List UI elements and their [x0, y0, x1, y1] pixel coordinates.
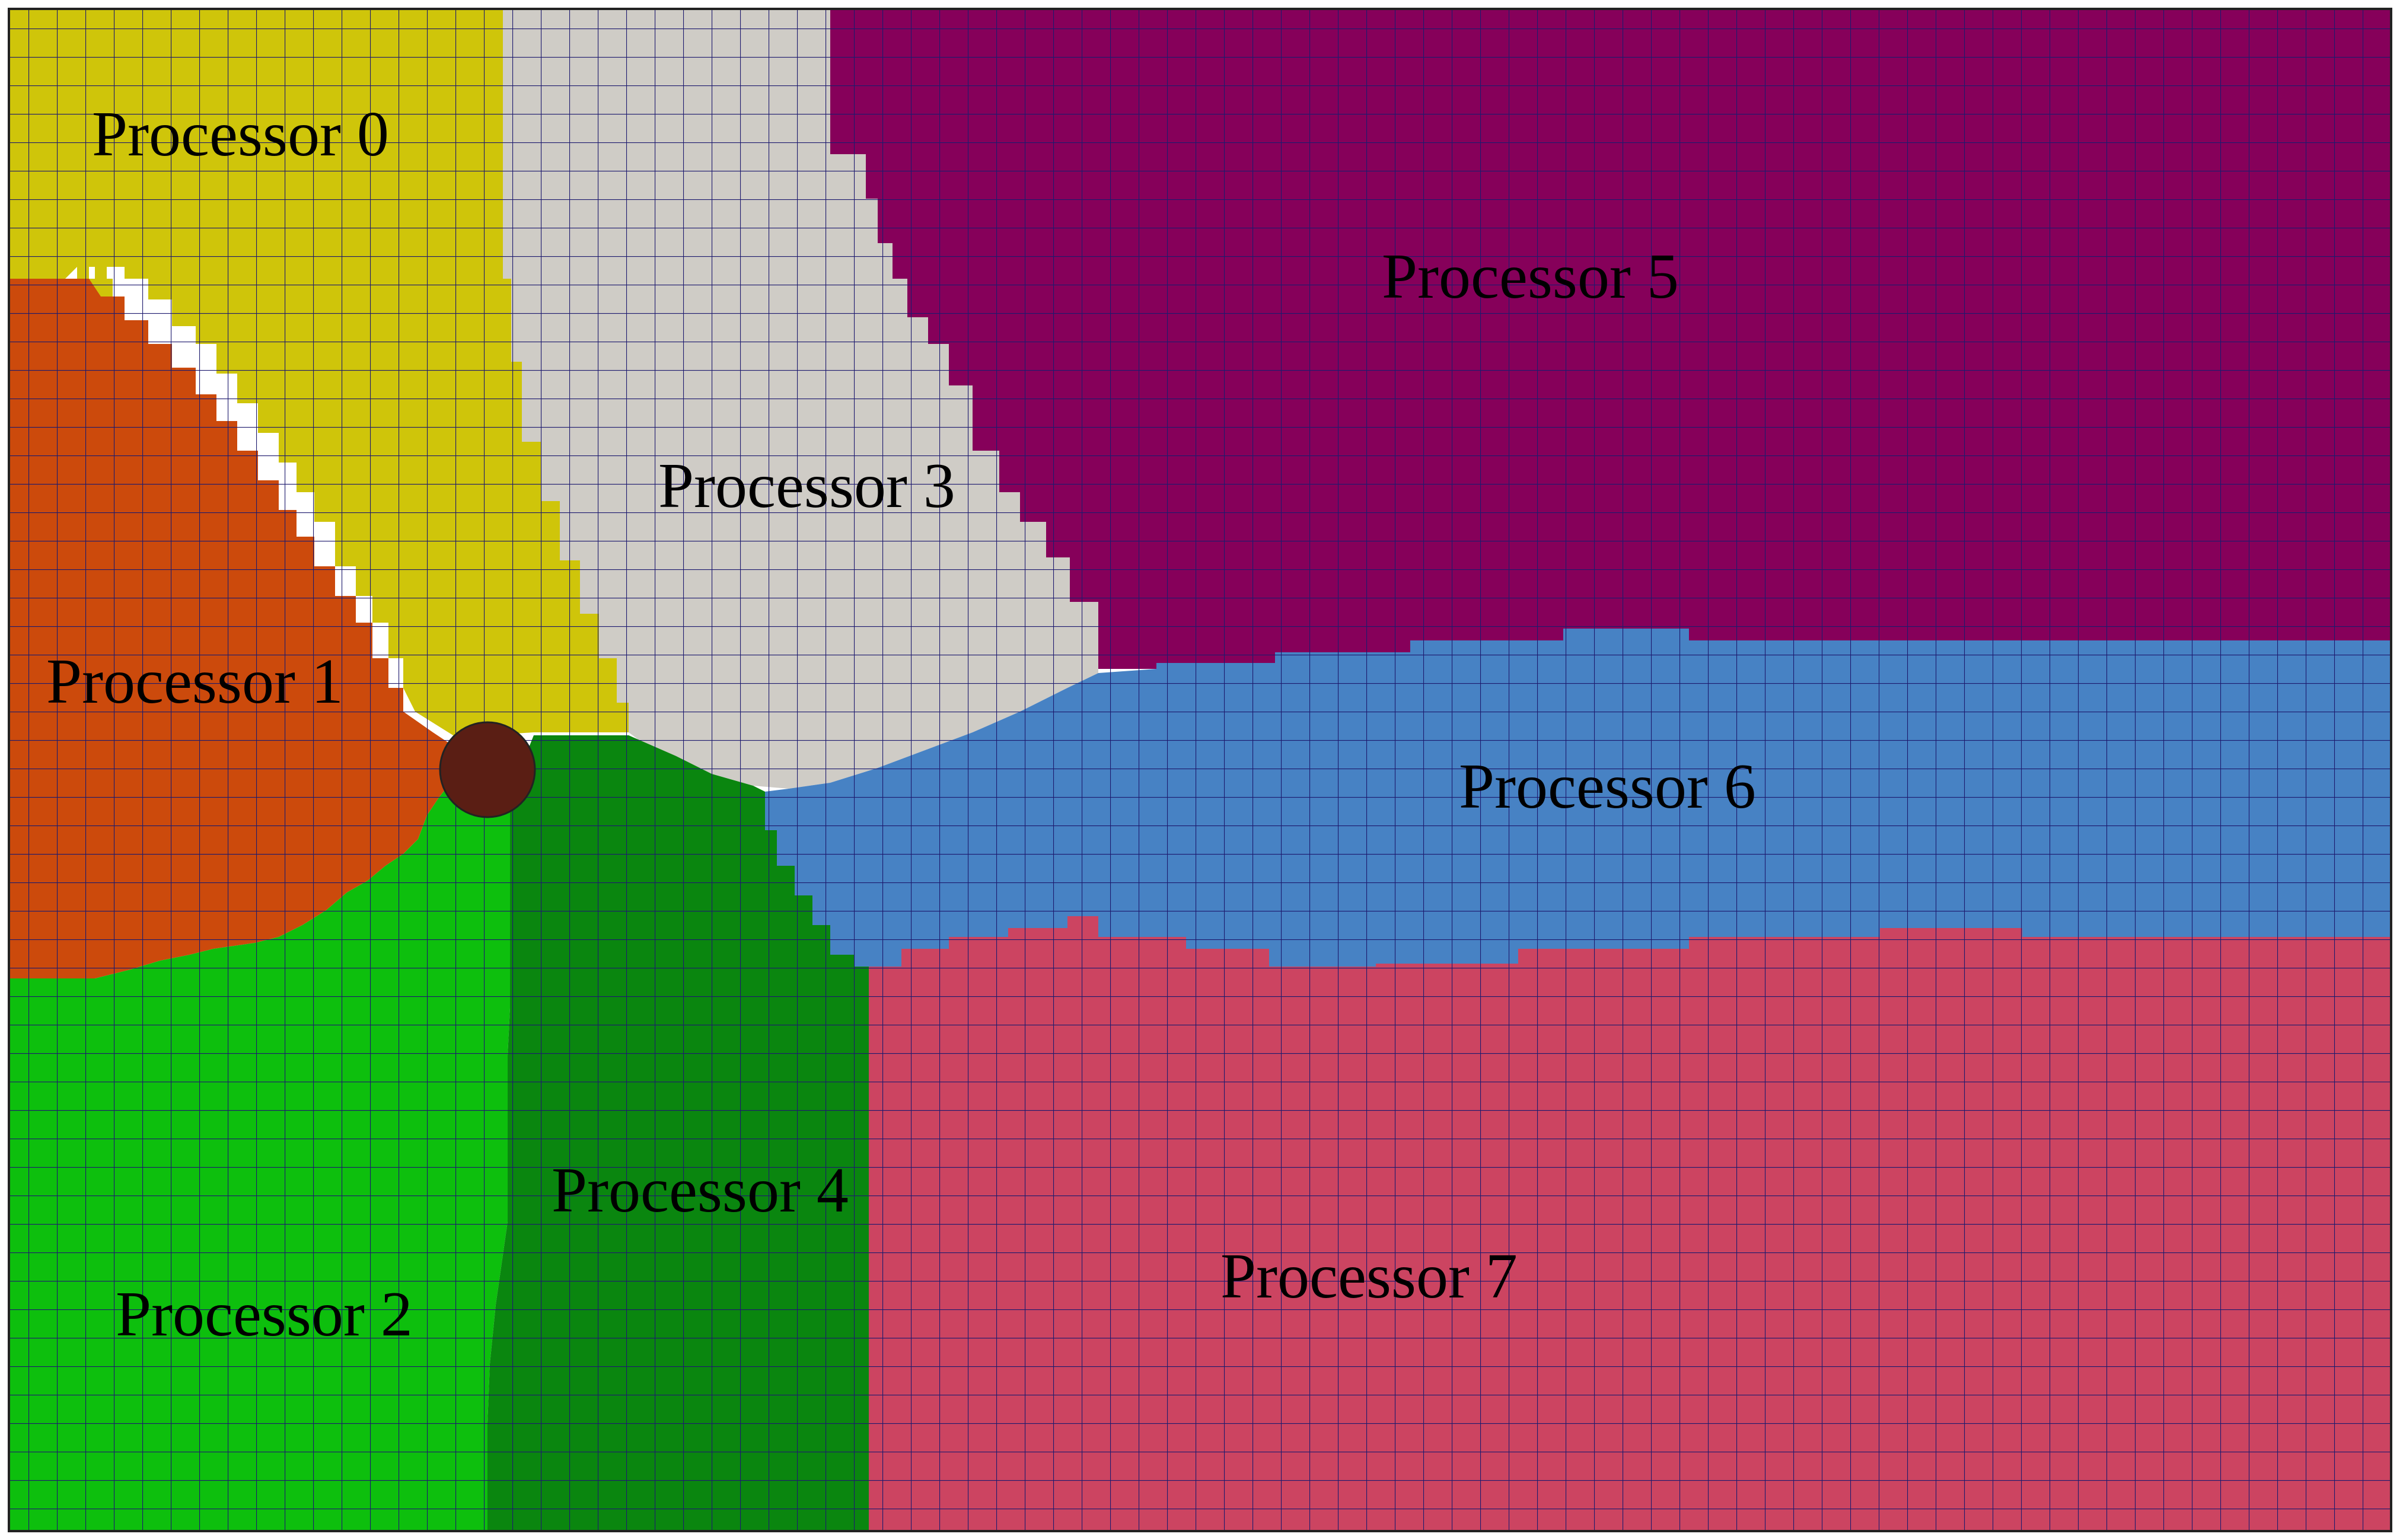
label-processor-0: Processor 0 — [92, 99, 389, 170]
label-processor-2: Processor 2 — [116, 1279, 413, 1350]
label-processor-5: Processor 5 — [1382, 241, 1679, 312]
cylinder-obstacle — [439, 721, 536, 818]
label-processor-4: Processor 4 — [552, 1155, 849, 1226]
mesh-frame — [8, 8, 2392, 1532]
region-labels: Processor 0 Processor 1 Processor 2 Proc… — [46, 99, 1756, 1350]
label-processor-7: Processor 7 — [1220, 1241, 1518, 1312]
mesh-grid-overlay — [9, 9, 2391, 1531]
mesh-area — [8, 8, 2392, 1532]
label-processor-1: Processor 1 — [46, 646, 343, 717]
label-processor-6: Processor 6 — [1459, 751, 1756, 822]
label-processor-3: Processor 3 — [658, 451, 955, 521]
